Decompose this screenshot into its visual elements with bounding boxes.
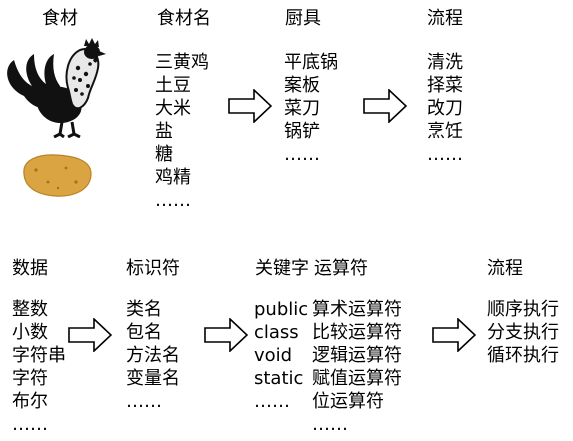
keywords-list: public class void static …… xyxy=(254,298,308,413)
list-item: 布尔 xyxy=(12,391,48,412)
list-item: …… xyxy=(284,144,320,165)
list-item: 位运算符 xyxy=(312,391,384,412)
list-item: 清洗 xyxy=(427,52,463,73)
header-kitchenware: 厨具 xyxy=(285,8,321,29)
list-item: 整数 xyxy=(12,299,48,320)
list-item: static xyxy=(254,368,304,389)
list-item: 赋值运算符 xyxy=(312,368,402,389)
header-identifiers: 标识符 xyxy=(126,258,180,279)
list-item: …… xyxy=(12,414,48,435)
list-item: …… xyxy=(126,391,162,412)
list-item: 循环执行 xyxy=(487,345,559,366)
header-ingredient-names: 食材名 xyxy=(157,8,211,29)
list-item: 烹饪 xyxy=(427,121,463,142)
right-arrow-icon xyxy=(204,318,248,352)
list-item: …… xyxy=(312,414,348,435)
list-item: 分支执行 xyxy=(487,322,559,343)
list-item: 逻辑运算符 xyxy=(312,345,402,366)
list-item: …… xyxy=(155,190,191,211)
list-item: 择菜 xyxy=(427,75,463,96)
identifiers-list: 类名 包名 方法名 变量名 …… xyxy=(126,298,180,413)
list-item: 锅铲 xyxy=(284,121,320,142)
list-item: class xyxy=(254,322,299,343)
list-item: 类名 xyxy=(126,299,162,320)
list-item: 平底锅 xyxy=(284,52,338,73)
right-arrow-icon xyxy=(68,318,112,352)
list-item: 字符串 xyxy=(12,345,66,366)
list-item: 包名 xyxy=(126,322,162,343)
header-ingredients: 食材 xyxy=(42,8,78,29)
list-item: 字符 xyxy=(12,368,48,389)
list-item: 菜刀 xyxy=(284,98,320,119)
header-data: 数据 xyxy=(12,258,48,279)
kitchenware-list: 平底锅 案板 菜刀 锅铲 …… xyxy=(284,51,338,166)
list-item: 三黄鸡 xyxy=(155,52,209,73)
list-item: 顺序执行 xyxy=(487,299,559,320)
potato-icon xyxy=(18,150,96,200)
list-item: public xyxy=(254,299,309,320)
list-item: 土豆 xyxy=(155,75,191,96)
process-list: 清洗 择菜 改刀 烹饪 …… xyxy=(427,51,463,166)
list-item: 变量名 xyxy=(126,368,180,389)
list-item: 糖 xyxy=(155,144,173,165)
header-operators: 运算符 xyxy=(314,258,368,279)
list-item: 方法名 xyxy=(126,345,180,366)
ingredient-names-list: 三黄鸡 土豆 大米 盐 糖 鸡精 …… xyxy=(155,51,209,212)
list-item: 鸡精 xyxy=(155,167,191,188)
list-item: …… xyxy=(427,144,463,165)
list-item: 比较运算符 xyxy=(312,322,402,343)
flow-list: 顺序执行 分支执行 循环执行 xyxy=(487,298,559,367)
list-item: 盐 xyxy=(155,121,173,142)
right-arrow-icon xyxy=(363,89,407,123)
list-item: 大米 xyxy=(155,98,191,119)
list-item: void xyxy=(254,345,293,366)
list-item: 案板 xyxy=(284,75,320,96)
list-item: 小数 xyxy=(12,322,48,343)
header-keywords: 关键字 xyxy=(255,258,309,279)
operators-list: 算术运算符 比较运算符 逻辑运算符 赋值运算符 位运算符 …… xyxy=(312,298,402,436)
rooster-icon xyxy=(2,38,108,139)
list-item: …… xyxy=(254,391,290,412)
right-arrow-icon xyxy=(228,89,272,123)
right-arrow-icon xyxy=(432,318,476,352)
list-item: 改刀 xyxy=(427,98,463,119)
header-flow: 流程 xyxy=(487,258,523,279)
header-process: 流程 xyxy=(427,8,463,29)
list-item: 算术运算符 xyxy=(312,299,402,320)
data-types-list: 整数 小数 字符串 字符 布尔 …… xyxy=(12,298,66,436)
